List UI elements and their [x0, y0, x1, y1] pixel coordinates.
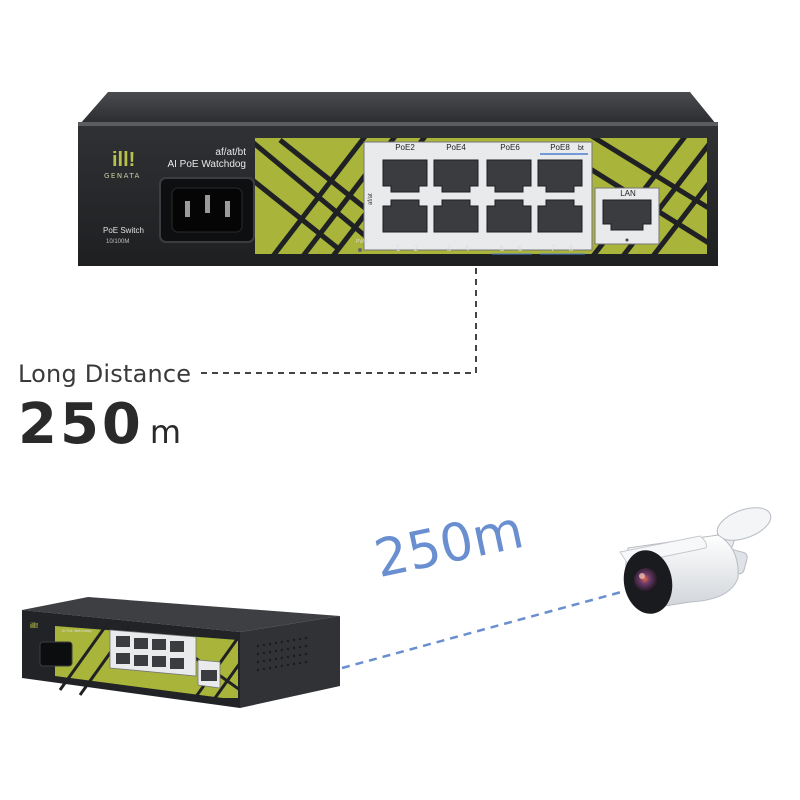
lan-port: [602, 199, 652, 231]
distance-connector-dashed: [198, 268, 477, 374]
port-label-poe6: PoE6: [500, 143, 520, 152]
poe-switch-perspective-view: ill! AI PoE Watchdog: [22, 597, 340, 708]
camera-lens: [634, 568, 658, 592]
side-tag: af/at: [368, 193, 374, 205]
small-switch-side: [240, 616, 340, 708]
lan-label: LAN: [620, 189, 636, 198]
port-number-5: 5: [499, 244, 504, 253]
rj45-port-3: [433, 159, 479, 193]
model-text: PoE Switch: [103, 226, 144, 235]
bullet-camera-icon: [619, 507, 772, 614]
small-brand-logo-icon: ill!: [30, 623, 38, 630]
brand-name: GENATA: [104, 172, 141, 180]
standards-text: af/at/bt: [215, 147, 246, 158]
port-number-4: 4: [464, 244, 469, 253]
rj45-port-2: [382, 199, 428, 233]
switch-top-lid: [80, 92, 716, 124]
distance-number: 250: [18, 392, 144, 457]
camera-lens-highlight: [639, 573, 645, 579]
poe-switch-front-view: ill! GENATA af/at/bt AI PoE Watchdog PoE…: [78, 92, 718, 266]
long-distance-label: Long Distance: [18, 360, 192, 388]
port-number-2: 2: [413, 244, 418, 253]
small-switch-top: [22, 597, 340, 632]
port-number-3: 3: [446, 244, 451, 253]
port-number-8: 8: [568, 244, 573, 253]
watchdog-text: AI PoE Watchdog: [167, 159, 246, 170]
rj45-port-5: [486, 159, 532, 193]
distance-unit: m: [149, 413, 182, 451]
port-block: [363, 141, 593, 251]
speed-text: 10/100M: [106, 239, 129, 245]
port-label-poe2: PoE2: [395, 143, 415, 152]
port-number-6: 6: [517, 244, 522, 253]
rj45-port-1: [382, 159, 428, 193]
lan-led: [625, 238, 629, 242]
port-label-poe4: PoE4: [446, 143, 466, 152]
rj45-port-7: [537, 159, 583, 193]
port-label-poe8: PoE8: [550, 143, 570, 152]
port-number-7: 7: [550, 244, 555, 253]
camera-link-dashed: [341, 586, 637, 670]
camera-wall-plate: [716, 507, 772, 541]
small-watchdog-text: AI PoE Watchdog: [62, 629, 91, 633]
switch-lid-edge: [78, 122, 718, 126]
rj45-port-6: [486, 199, 532, 233]
rj45-port-4: [433, 199, 479, 233]
rj45-ports: [382, 159, 583, 233]
port-numbers: 1 2 3 4 5 6 7 8: [395, 244, 573, 253]
small-power-socket: [39, 641, 73, 667]
rj45-port-8: [537, 199, 583, 233]
small-rj45-ports: [116, 636, 217, 681]
small-side-vents: [256, 636, 308, 672]
port-number-1: 1: [395, 244, 400, 253]
bt-tag: bt: [578, 145, 584, 152]
brand-logo-icon: ill!: [112, 149, 135, 171]
pwr-led: [358, 248, 362, 252]
power-socket: [159, 177, 255, 243]
pwr-label: PWR: [356, 239, 368, 245]
